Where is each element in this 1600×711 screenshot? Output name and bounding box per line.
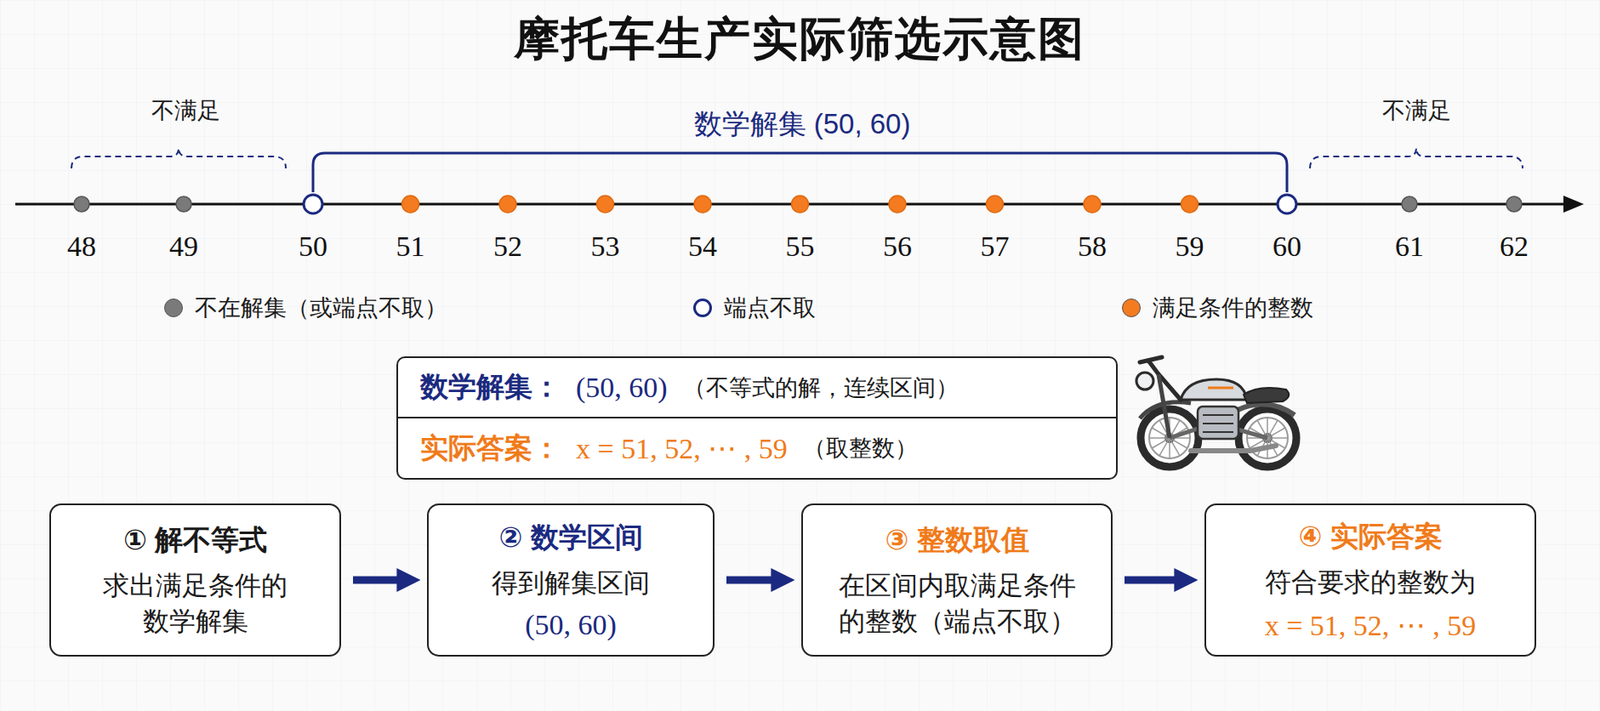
flow-arrow — [726, 576, 776, 585]
solution-bracket — [313, 153, 1287, 193]
axis-point — [303, 194, 323, 214]
box-text: （不等式的解，连续区间） — [683, 372, 959, 404]
box-heading: 实际答案： — [420, 429, 561, 468]
axis-point — [1277, 194, 1297, 214]
axis-point — [986, 195, 1004, 213]
region-label: 数学解集 (50, 60) — [694, 105, 912, 144]
box-text: 求出满足条件的 数学解集 — [66, 568, 325, 640]
tick-number: 61 — [1395, 230, 1424, 263]
box-text: 在区间内取满足条件 的整数（端点不取） — [818, 568, 1096, 640]
tick-number: 58 — [1077, 230, 1107, 263]
region-label: 不满足 — [151, 95, 221, 126]
axis-point — [1083, 195, 1101, 213]
tick-number: 60 — [1272, 230, 1302, 263]
box-text: （取整数） — [802, 432, 918, 464]
axis-point — [597, 195, 615, 213]
result-row: 实际答案： x = 51, 52, ⋯ , 59 （取整数） — [396, 418, 1118, 480]
box-text: 符合要求的整数为 — [1264, 564, 1476, 601]
box-text: x = 51, 52, ⋯ , 59 — [1264, 608, 1477, 643]
axis-point — [888, 195, 906, 213]
tick-number: 51 — [396, 230, 426, 263]
box-text: 得到解集区间 — [491, 565, 650, 602]
legend-open-circle — [693, 298, 712, 318]
dashed-brace — [1309, 148, 1523, 169]
axis-point — [1401, 196, 1418, 212]
tick-number: 55 — [785, 230, 815, 263]
legend-item: 满足条件的整数 — [1121, 292, 1314, 324]
tick-number: 49 — [169, 230, 199, 263]
box-text: (50, 60) — [524, 609, 617, 642]
box-heading: ① 解不等式 — [123, 521, 268, 560]
tick-number: 53 — [591, 230, 621, 263]
axis-point — [1506, 196, 1522, 212]
motorcycle-illustration — [1136, 357, 1297, 467]
box-text: (50, 60) — [575, 371, 668, 405]
legend-item: 端点不取 — [693, 292, 816, 324]
box-heading: 数学解集： — [420, 368, 561, 407]
process-box: ② 数学区间得到解集区间 (50, 60) — [427, 503, 715, 657]
tick-number: 54 — [688, 230, 718, 263]
result-row: 数学解集： (50, 60) （不等式的解，连续区间） — [396, 356, 1118, 419]
process-box: ③ 整数取值在区间内取满足条件 的整数（端点不取） — [801, 503, 1113, 657]
box-heading: ③ 整数取值 — [884, 521, 1029, 560]
process-box: ① 解不等式求出满足条件的 数学解集 — [49, 503, 342, 657]
tick-number: 48 — [67, 230, 97, 263]
dashed-brace — [71, 148, 286, 169]
flow-arrow — [353, 576, 402, 585]
tick-number: 52 — [493, 230, 523, 263]
axis-point — [1181, 195, 1199, 213]
tick-number: 56 — [882, 230, 912, 263]
region-label: 不满足 — [1382, 95, 1452, 126]
diagram-title: 摩托车生产实际筛选示意图 — [513, 8, 1086, 71]
flow-arrow — [1124, 576, 1179, 585]
axis-point — [791, 195, 809, 213]
tick-number: 62 — [1499, 230, 1529, 263]
axis-point — [499, 195, 517, 213]
axis-point — [694, 195, 712, 213]
tick-number: 50 — [298, 230, 328, 263]
tick-number: 59 — [1175, 230, 1205, 263]
axis-point — [176, 196, 192, 212]
axis-point — [74, 196, 90, 212]
legend-swatch — [164, 298, 183, 318]
tick-number: 57 — [980, 230, 1010, 263]
legend-text: 不在解集（或端点不取） — [194, 292, 448, 324]
axis-arrowhead — [1563, 195, 1584, 213]
box-heading: ② 数学区间 — [498, 518, 643, 558]
legend-text: 端点不取 — [723, 292, 816, 324]
box-heading: ④ 实际答案 — [1298, 518, 1442, 557]
legend-swatch — [1121, 298, 1141, 318]
axis-point — [402, 195, 420, 213]
legend-item: 不在解集（或端点不取） — [164, 292, 448, 324]
box-text: x = 51, 52, ⋯ , 59 — [575, 431, 788, 466]
legend-text: 满足条件的整数 — [1152, 292, 1314, 324]
process-box: ④ 实际答案符合要求的整数为 x = 51, 52, ⋯ , 59 — [1204, 503, 1537, 657]
